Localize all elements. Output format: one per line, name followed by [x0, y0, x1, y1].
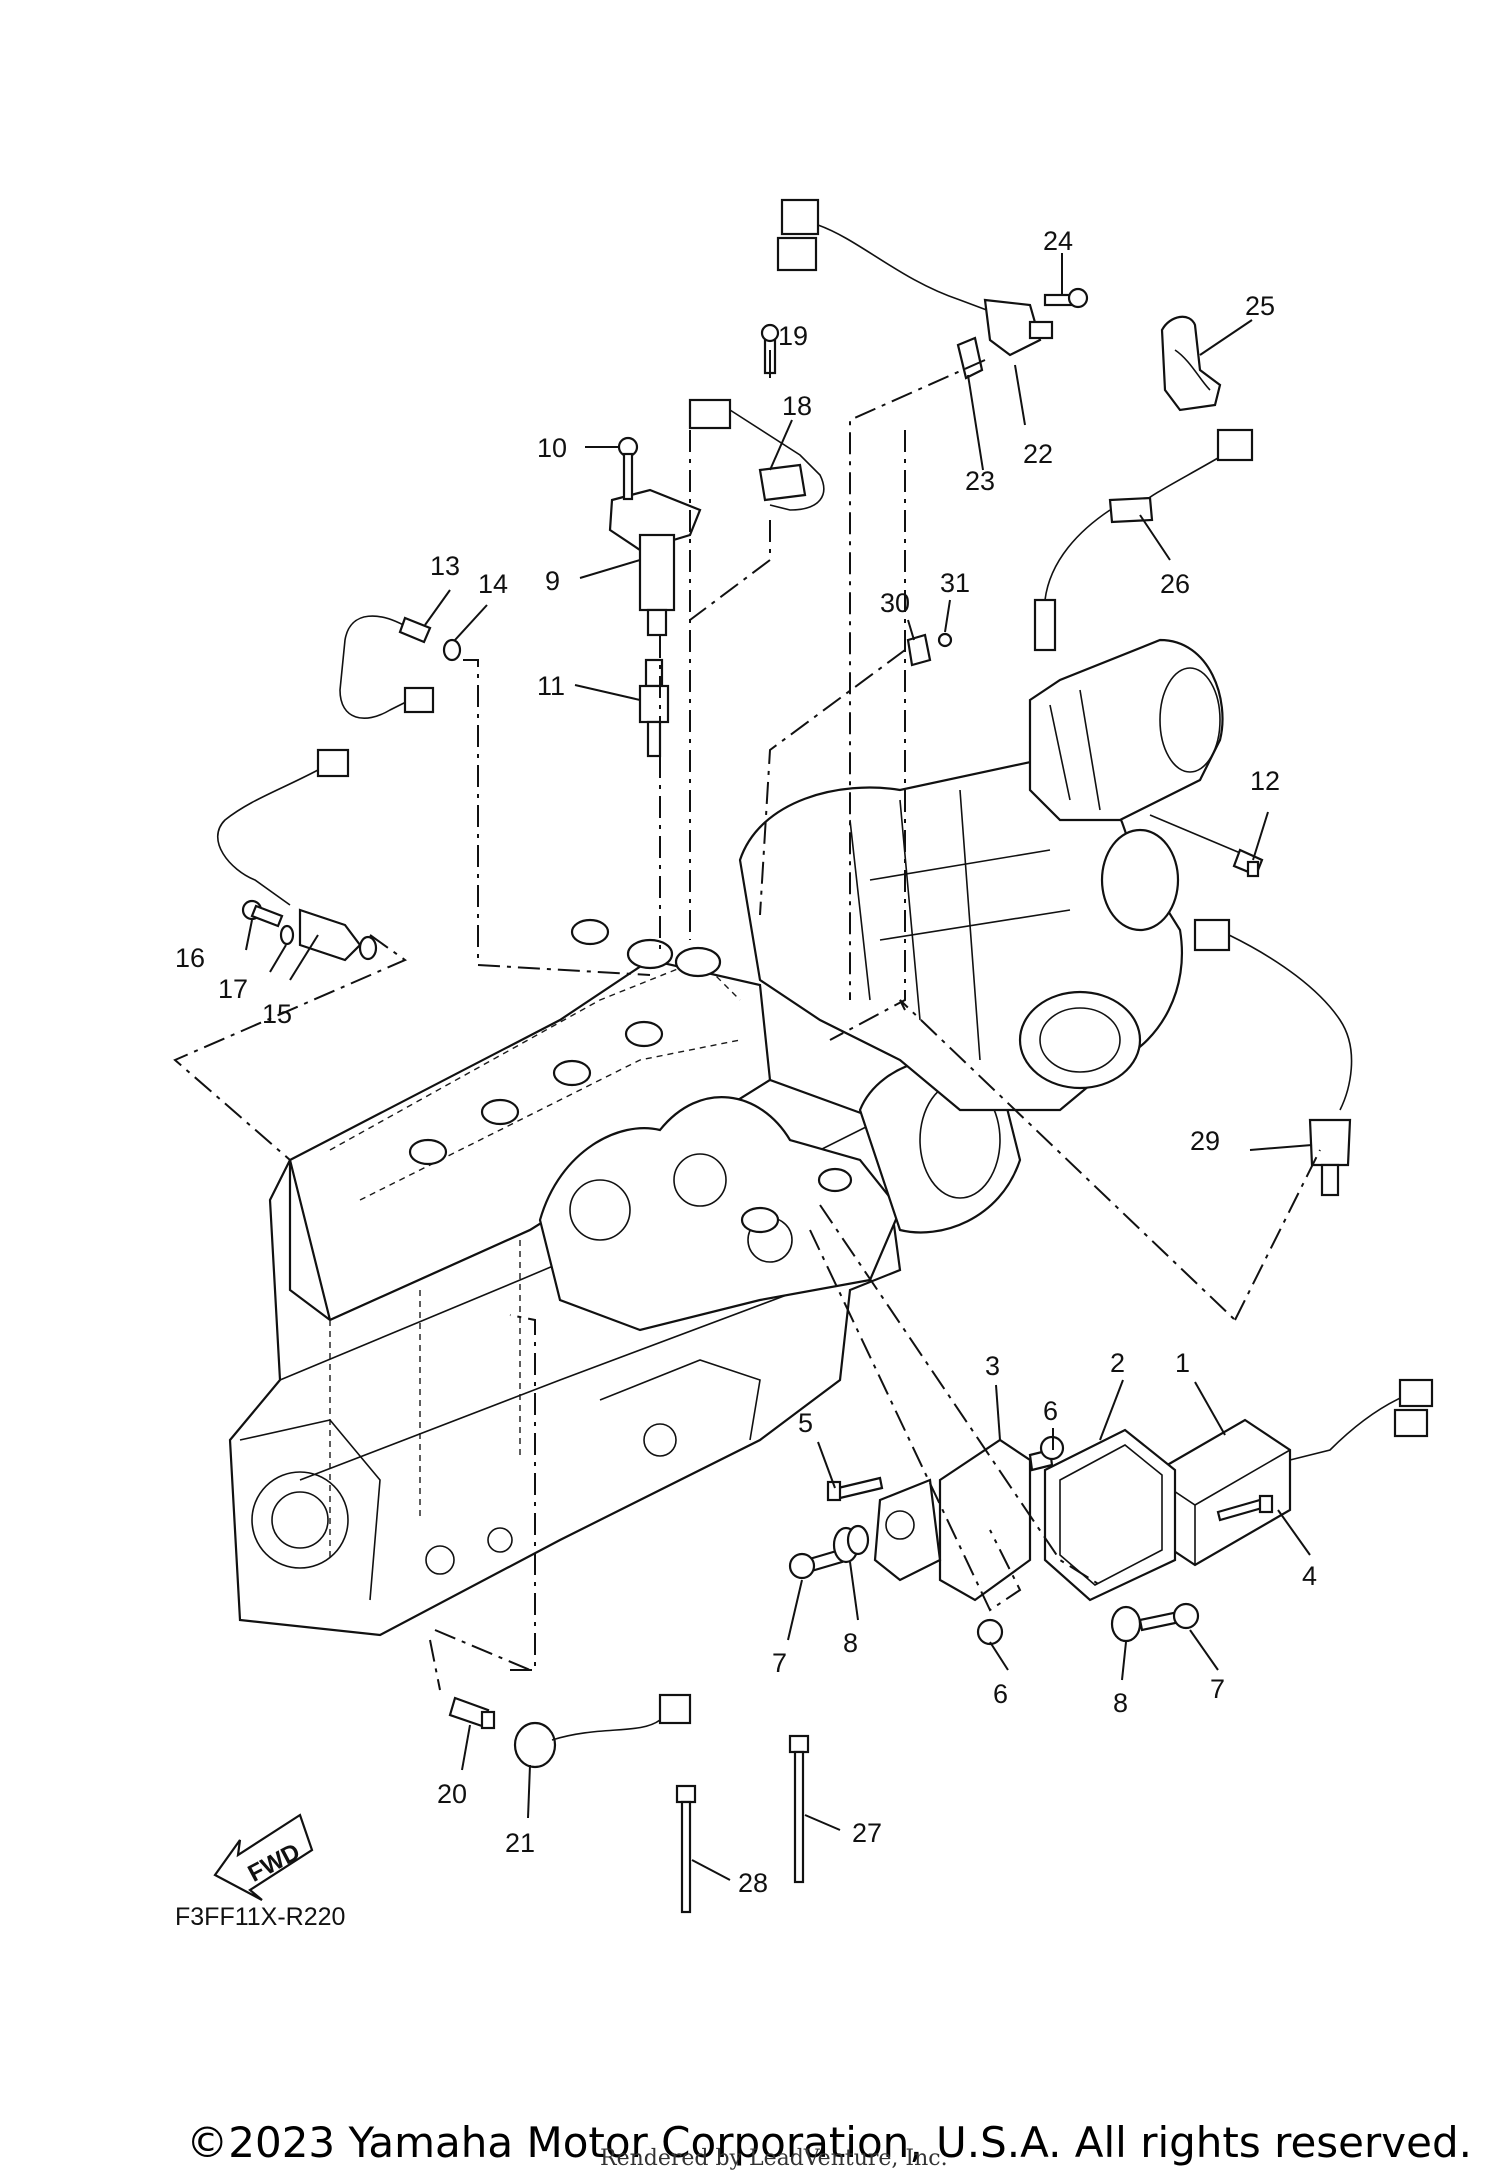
callout-13: 13 [430, 551, 460, 581]
callout-15: 15 [262, 999, 292, 1029]
callout-20: 20 [437, 1779, 467, 1809]
callout-16: 16 [175, 943, 205, 973]
callout-11: 11 [537, 671, 565, 701]
callout-28: 28 [738, 1868, 768, 1898]
part-3-bracket [873, 1438, 1032, 1602]
copyright-notice: ©2023 Yamaha Motor Corporation, U.S.A. A… [186, 2118, 1472, 2167]
callout-6a: 6 [1043, 1396, 1058, 1426]
leader-lines [245, 253, 1313, 1881]
callout-1: 1 [1175, 1348, 1190, 1378]
callout-9: 9 [545, 566, 560, 596]
callout-3: 3 [985, 1351, 1000, 1381]
part-11-spark-plug [638, 658, 670, 758]
callout-8a: 8 [843, 1628, 858, 1658]
part-16-17-bolt-washer [241, 899, 295, 946]
callout-numbers: 1 2 3 4 5 6 6 7 7 8 8 9 10 11 12 13 14 1… [175, 226, 1317, 1898]
callout-7b: 7 [1210, 1674, 1225, 1704]
callout-2: 2 [1110, 1348, 1125, 1378]
callout-21: 21 [505, 1828, 535, 1858]
engine-block [228, 918, 1022, 1637]
callout-30: 30 [880, 588, 910, 618]
part-26-sensor-harness [1033, 428, 1254, 652]
callout-5: 5 [798, 1408, 813, 1438]
part-25-clamp [1160, 315, 1222, 412]
part-12-temp-probe [1149, 814, 1264, 878]
part-9-ignition-coil [608, 488, 702, 637]
bolts-and-grommets [788, 1435, 1274, 1646]
callout-27: 27 [852, 1818, 882, 1848]
drawing-code: F3FF11X-R220 [175, 1903, 345, 1931]
part-30-31-clip-screw [906, 632, 953, 667]
callout-31: 31 [940, 568, 970, 598]
spark-plug-bores [408, 918, 722, 1166]
intake-intercooler-housing [738, 638, 1224, 1112]
callout-8b: 8 [1113, 1688, 1128, 1718]
part-29-sensor-harness [1193, 918, 1353, 1197]
connection-lines [173, 359, 1321, 1691]
callout-29: 29 [1190, 1126, 1220, 1156]
fwd-arrow: FWD [213, 1813, 314, 1901]
part-15-sensor-harness [217, 748, 378, 962]
part-27-28-cable-ties [675, 1734, 810, 1914]
part-13-sensor [339, 615, 462, 719]
callout-10: 10 [537, 433, 567, 463]
callout-18: 18 [782, 391, 812, 421]
callout-14: 14 [478, 569, 508, 599]
callout-23: 23 [965, 466, 995, 496]
part-20-sensor [448, 1696, 496, 1730]
callout-22: 22 [1023, 439, 1053, 469]
callout-26: 26 [1160, 569, 1190, 599]
callout-4: 4 [1302, 1561, 1317, 1591]
part-21-sensor-cable [513, 1693, 692, 1769]
rendered-by-watermark: Rendered by LeadVenture, Inc. [600, 2146, 948, 2171]
callout-7a: 7 [772, 1648, 787, 1678]
part-10-bolt [617, 436, 639, 501]
callout-19: 19 [778, 321, 808, 351]
callout-12: 12 [1250, 766, 1280, 796]
part-22-sensor-harness [776, 198, 1089, 380]
callout-6b: 6 [993, 1679, 1008, 1709]
part-2-gasket [1043, 1428, 1177, 1602]
callout-25: 25 [1245, 291, 1275, 321]
callout-17: 17 [218, 974, 248, 1004]
callout-24: 24 [1043, 226, 1073, 256]
part-1-ecu [1148, 1378, 1434, 1567]
